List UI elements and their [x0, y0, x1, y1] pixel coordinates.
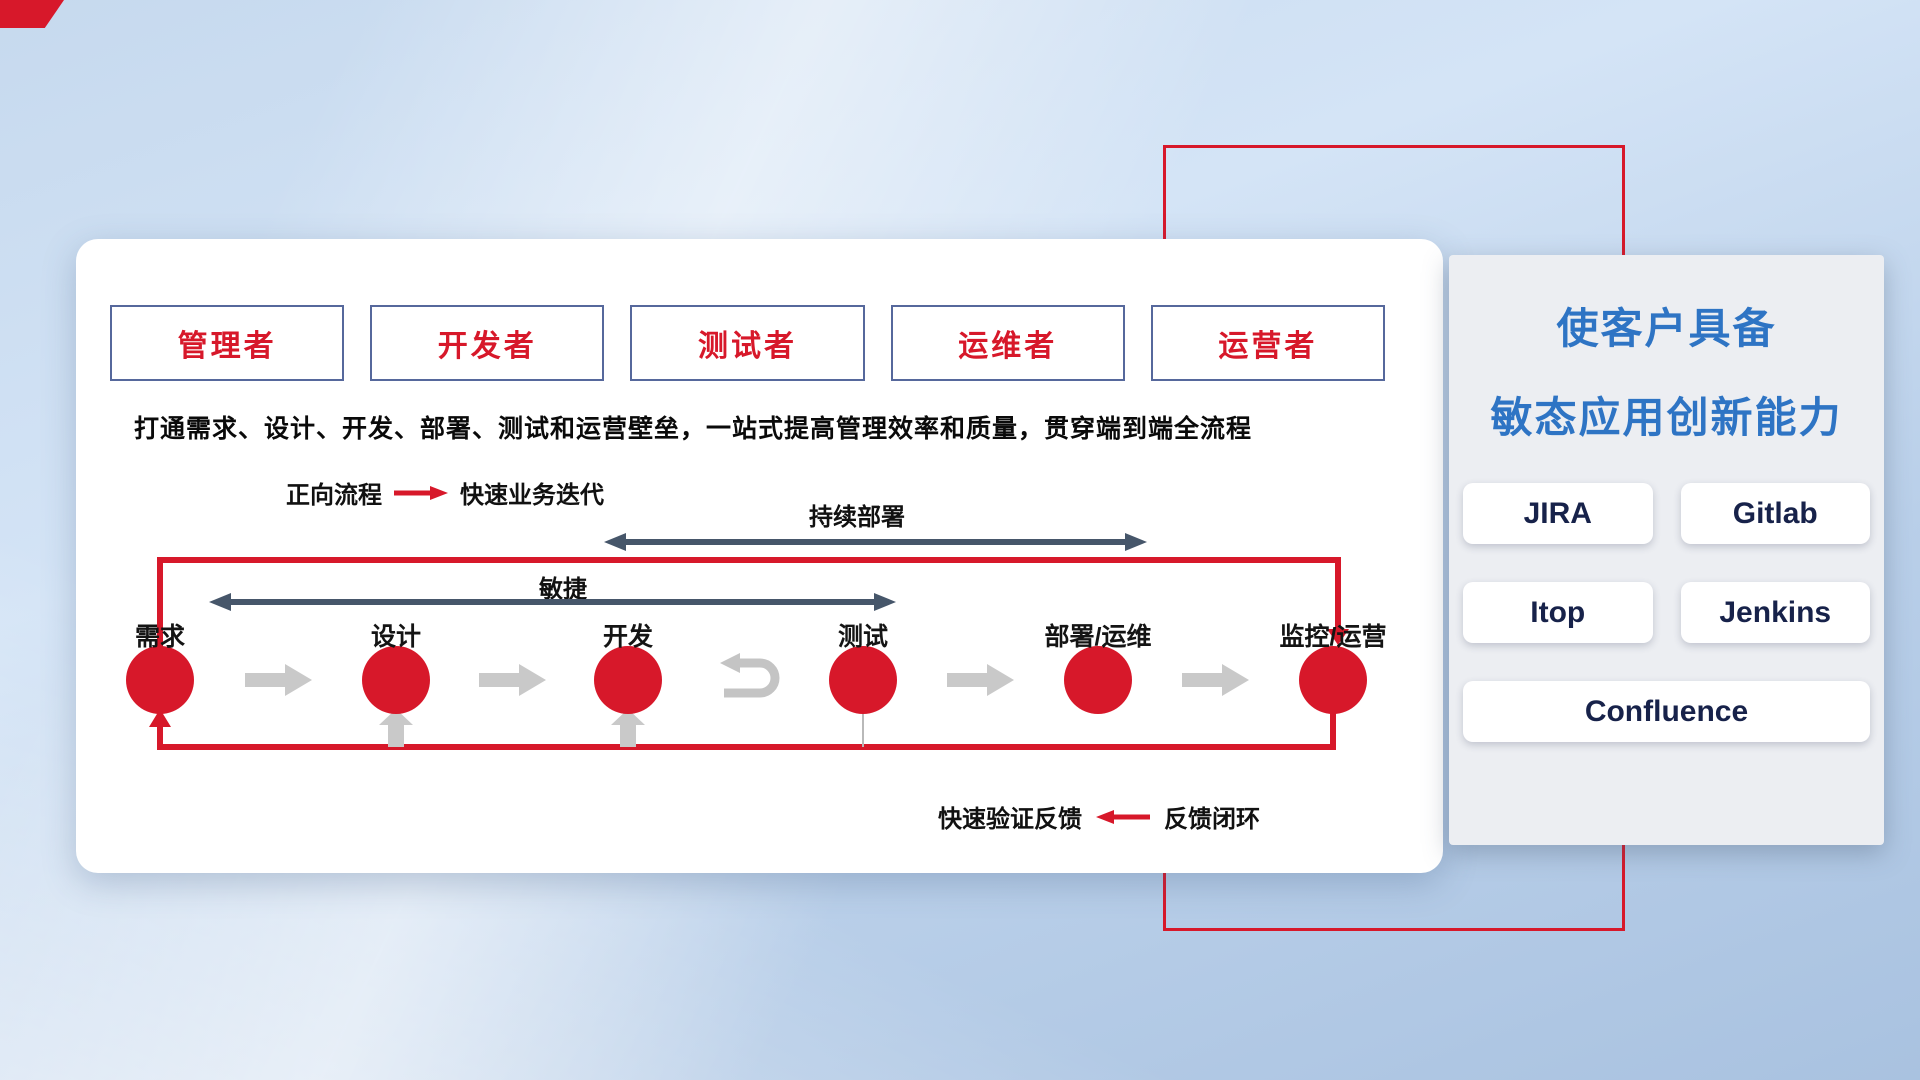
corner-ribbon [0, 0, 64, 28]
stage-label-monitor-ops: 监控/运营 [1279, 623, 1387, 651]
capability-title-line1: 使客户具备 [1556, 305, 1777, 352]
stage-label-testing: 测试 [837, 623, 888, 651]
stage-circle-requirements [126, 646, 194, 714]
feedback-up-arrow-design [379, 709, 413, 747]
legend-forward: 正向流程 快速业务迭代 [286, 475, 604, 510]
devops-flow-panel: 管理者 开发者 测试者 运维者 运营者 打通需求、设计、开发、部署、测试和运营壁… [76, 239, 1443, 873]
forward-arrow-icon [394, 485, 448, 500]
tool-button-jenkins: Jenkins [1680, 582, 1870, 643]
stage-label-development: 开发 [602, 623, 653, 651]
feedback-up-arrow-development [611, 709, 645, 747]
stage-circle-design [362, 646, 430, 714]
role-box-developer: 开发者 [370, 305, 605, 381]
legend-feedback-label: 快速验证反馈 [938, 806, 1082, 833]
tool-button-itop: Itop [1463, 582, 1653, 643]
tool-button-confluence: Confluence [1463, 681, 1870, 742]
flow-diagram-svg [126, 533, 1367, 750]
flow-arrow-2 [479, 664, 546, 696]
agile-arrow [209, 593, 896, 611]
legend-feedback: 快速验证反馈 反馈闭环 [938, 799, 1260, 834]
stage-label-design: 设计 [370, 623, 421, 651]
stage-circle-deploy-ops [1064, 646, 1132, 714]
feedback-arrow-icon [1096, 809, 1150, 824]
legend-forward-text: 快速业务迭代 [460, 482, 604, 509]
stage-circle-monitor-ops [1299, 646, 1367, 714]
agile-label: 敏捷 [539, 576, 587, 603]
role-box-ops: 运维者 [890, 305, 1125, 381]
tool-button-jira: JIRA [1463, 483, 1653, 544]
flow-arrow-5 [1182, 664, 1249, 696]
panel-description: 打通需求、设计、开发、部署、测试和运营壁垒，一站式提高管理效率和质量，贯穿端到端… [134, 415, 1253, 443]
stage-circle-testing [829, 646, 897, 714]
legend-forward-label: 正向流程 [286, 482, 382, 509]
role-box-manager: 管理者 [110, 305, 345, 381]
legend-feedback-text: 反馈闭环 [1164, 806, 1260, 833]
flow-arrow-4 [947, 664, 1014, 696]
stage-label-requirements: 需求 [134, 623, 185, 651]
stage-circle-development [594, 646, 662, 714]
roles-row: 管理者 开发者 测试者 运维者 运营者 [110, 305, 1386, 381]
forward-loop-line [157, 557, 1349, 649]
flow-arrow-1 [245, 664, 312, 696]
feedback-loop-line [149, 709, 1336, 750]
continuous-deploy-label: 持续部署 [809, 504, 905, 531]
stage-label-deploy-ops: 部署/运维 [1044, 623, 1152, 651]
continuous-deploy-arrow [604, 533, 1147, 551]
role-box-tester: 测试者 [630, 305, 865, 381]
capability-panel: 使客户具备 敏态应用创新能力 JIRA Gitlab Itop Jenkins … [1449, 255, 1884, 845]
tools-grid: JIRA Gitlab Itop Jenkins Confluence [1463, 483, 1870, 780]
role-box-operator: 运营者 [1150, 305, 1386, 381]
capability-title-line2: 敏态应用创新能力 [1490, 394, 1843, 441]
tool-button-gitlab: Gitlab [1680, 483, 1870, 544]
iteration-loop-icon [720, 653, 780, 698]
